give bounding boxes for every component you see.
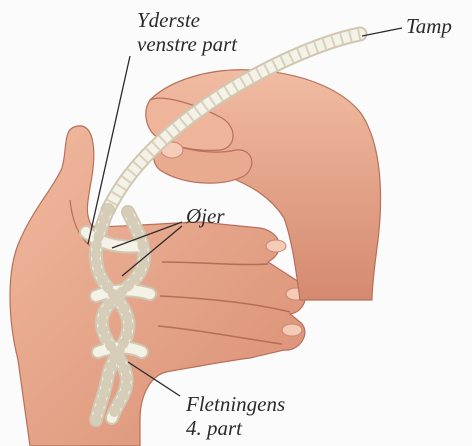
leader-lines: [87, 27, 403, 397]
label-eyes-text: Øjer: [186, 204, 225, 228]
leader-outer-left-part: [87, 55, 131, 245]
label-fourth-part: Fletningens 4. part: [186, 392, 285, 440]
rope-tail: [100, 26, 368, 218]
label-outer-left-part-line1: Yderste: [137, 8, 200, 32]
label-outer-left-part-line2: venstre part: [137, 32, 238, 56]
label-tail: Tamp: [406, 14, 452, 38]
rope-braid: [79, 203, 157, 427]
label-fourth-part-line1: Fletningens: [186, 392, 286, 416]
label-eyes: Øjer: [186, 204, 225, 228]
leader-tail: [361, 27, 403, 37]
label-tail-text: Tamp: [406, 14, 452, 38]
leader-fourth-part: [127, 361, 181, 397]
leader-eyes-1: [111, 221, 183, 249]
leader-eyes-2: [121, 225, 183, 277]
label-fourth-part-line2: 4. part: [186, 416, 243, 440]
label-outer-left-part: Yderste venstre part: [137, 8, 237, 56]
